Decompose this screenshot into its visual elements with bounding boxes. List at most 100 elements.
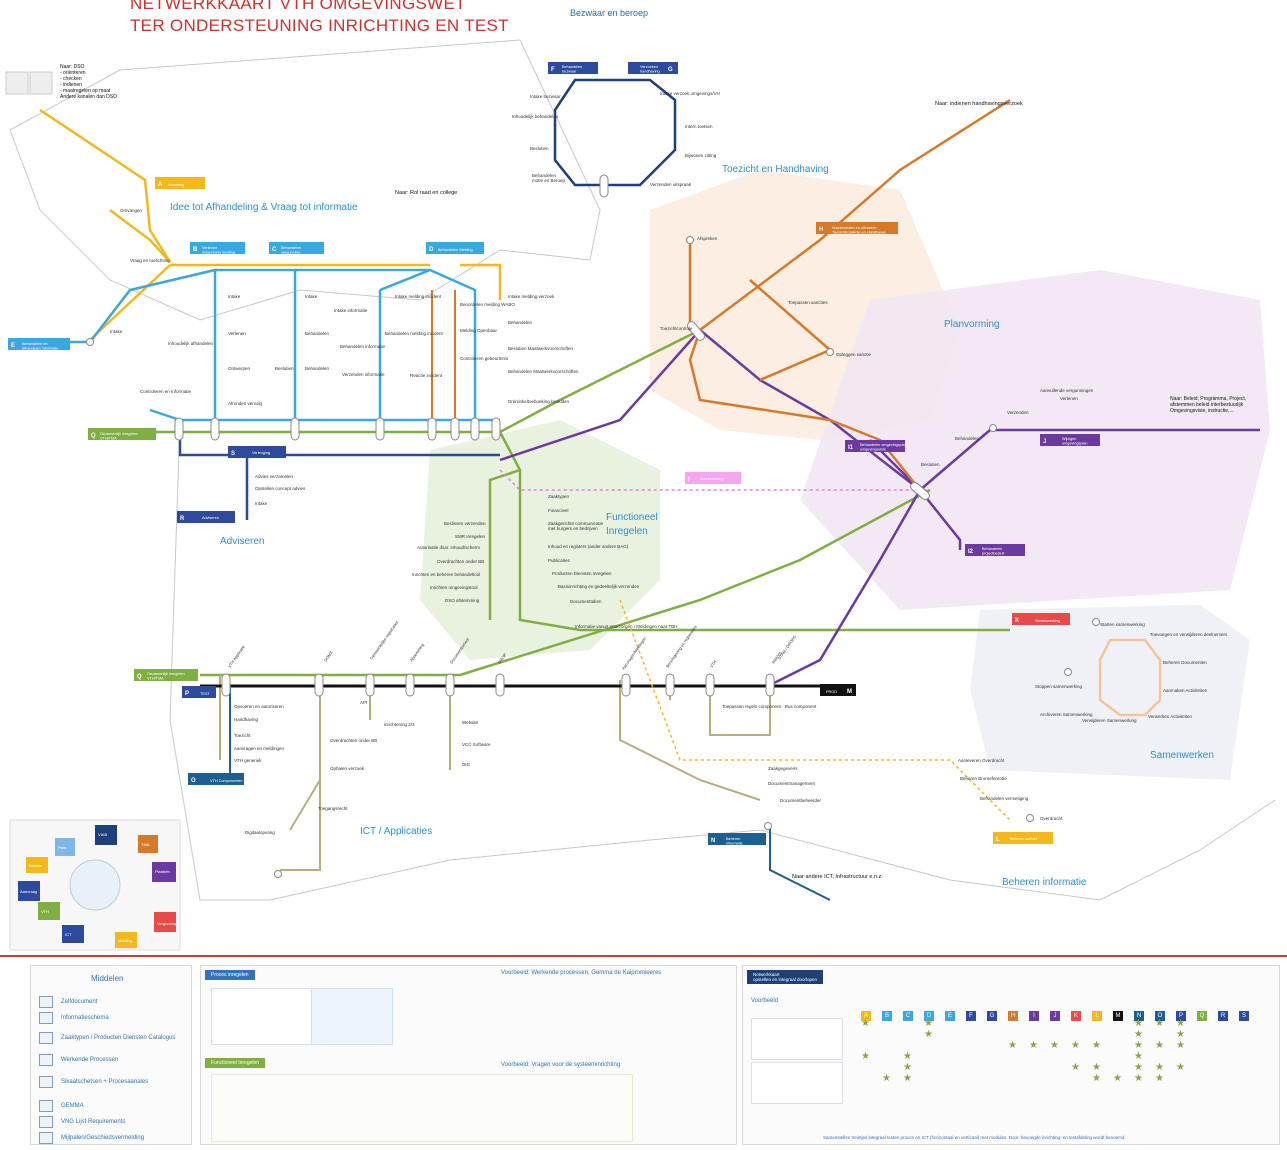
middelen-label: Zelfdocument xyxy=(61,999,98,1005)
star-icon: ★ xyxy=(1050,1040,1059,1051)
middelen-item-7: Mijlpalen/Geschiedsvermelding xyxy=(39,1132,144,1144)
station-label: Beslutien xyxy=(275,366,294,371)
badge-label-o: VTH Componenten xyxy=(210,779,243,783)
station-label: Intern toetsen xyxy=(685,124,713,129)
svg-text:I: I xyxy=(688,477,690,483)
star-icon: ★ xyxy=(903,1073,912,1084)
station-label: met burgers en bedrijven xyxy=(548,526,598,531)
title-line2: TER ONDERSTEUNING INRICHTING EN TEST xyxy=(130,16,509,35)
star-icon: ★ xyxy=(1092,1073,1101,1084)
badge-label-i2: projectbesluit xyxy=(982,552,1005,556)
letter-badge: Q xyxy=(1197,1011,1207,1021)
station-label: Informatie vanuit Voorzorgen / Meldingen… xyxy=(575,624,677,629)
station-label: Beheren Documenten xyxy=(1163,660,1207,665)
svg-text:D: D xyxy=(429,247,434,253)
station-label: Autorisatie dsar. inhoud/scherm xyxy=(417,545,480,550)
letter-badge: G xyxy=(987,1011,997,1021)
letter-badge: M xyxy=(1113,1011,1123,1021)
station-label: Toegangsrecht xyxy=(318,806,348,811)
station-label: Stoppen samenwerking xyxy=(1035,684,1083,689)
svg-text:B: B xyxy=(193,247,198,253)
star-grid: ★★★★★★★★★★★★★★★★★★★★★★★★★★★★★★★ xyxy=(861,1018,1261,1108)
badge-label-a: Aanvraag xyxy=(168,183,184,187)
station-label: Basisinrichting en gedeeltelijk verzende… xyxy=(558,584,640,589)
station-label: Verwerken Activiteiten xyxy=(1148,714,1193,719)
star-icon: ★ xyxy=(1134,1040,1143,1051)
station-label: Overdrachten onder BB xyxy=(330,738,377,743)
middelen-item-6: VNG Lijst Requirements xyxy=(39,1116,125,1128)
station-label: Opstellen concept advies xyxy=(255,486,306,491)
bottom-legend: Middelen Zelfdocument Informatieschema Z… xyxy=(0,955,1287,1150)
beleid-note-line: Omgevingsvisie, instructie,... xyxy=(1170,408,1234,414)
badge-label-f1: Behandelen xyxy=(562,65,582,69)
letter-badge: J xyxy=(1050,1011,1060,1021)
catalog-icon xyxy=(39,1032,53,1044)
station-label: Zaakgerichte communicatie xyxy=(548,521,604,526)
samenwerken-loop xyxy=(1098,638,1162,717)
station-label: Publicaties xyxy=(548,558,571,563)
letter-badge: A xyxy=(861,1011,871,1021)
ict-diagonal-label: VTH Applicatie xyxy=(227,644,247,669)
star-icon: ★ xyxy=(1134,1051,1143,1062)
station-label: Archiveren Samenwerking xyxy=(1040,712,1093,717)
station-label: Behandelen vernietiging xyxy=(980,796,1029,801)
station-label: Verzenden xyxy=(1007,410,1029,415)
station-label: Overdrachten onder BB xyxy=(437,559,484,564)
star-icon: ★ xyxy=(1134,1062,1143,1073)
middelen-label: Zaaktypen / Producten Diensten Catalogus xyxy=(61,1035,176,1041)
middelen-item-0: Zelfdocument xyxy=(39,996,97,1008)
station-label: API xyxy=(360,700,367,705)
station-label: Aanmaken Activiteiten xyxy=(1163,688,1208,693)
letter-badge: C xyxy=(903,1011,913,1021)
badge-label-s: Verlenging xyxy=(252,451,270,455)
station-label: Beslutien Maatwerkvoorschriften xyxy=(508,346,574,351)
station-label: Intake xyxy=(228,294,241,299)
middelen-title: Middelen xyxy=(91,974,124,983)
line-beheren-dotted xyxy=(619,599,1011,821)
footer-note: Samenstellen treintjes integraal testen … xyxy=(823,1135,1125,1140)
station-label: Reactie incident xyxy=(410,373,443,378)
station-label: Behandelen xyxy=(955,436,980,441)
dso-note-line: - oriënteren xyxy=(60,70,86,76)
requirements-icon xyxy=(39,1116,53,1128)
badge-label-c: Behandelen xyxy=(281,246,301,250)
star-icon: ★ xyxy=(1029,1040,1038,1051)
station-label: Beslissen verzenden xyxy=(444,521,486,526)
badge-label-q1: Gezamenlijk inregelen xyxy=(100,432,138,436)
letter-badge: H xyxy=(1008,1011,1018,1021)
panel-voorbeelden: Proces inregelen Voorbeeld: Werkende pro… xyxy=(200,965,737,1145)
station-label: DSO afstemming xyxy=(445,598,480,603)
star-icon: ★ xyxy=(1155,1040,1164,1051)
station-label: motie en Beroep xyxy=(532,178,566,183)
station-label: Intake informatie xyxy=(334,308,368,313)
star-icon: ★ xyxy=(1176,1062,1185,1073)
minimap-label: VIAB xyxy=(98,832,107,837)
badge-label-j: omgevingsplan xyxy=(1062,442,1088,446)
star-icon: ★ xyxy=(1134,1018,1143,1029)
document-icon xyxy=(39,996,53,1008)
svg-text:E: E xyxy=(11,343,15,349)
badge-label-p: TEST xyxy=(200,692,210,696)
station-label: Intake bezwaar xyxy=(530,94,561,99)
star-icon: ★ xyxy=(924,1018,933,1029)
zone-samenwerken: Samenwerken xyxy=(1150,750,1214,761)
minimap-label: Beheer xyxy=(29,863,43,868)
station-label: Behandelen Maatwerkvoorschriften xyxy=(508,369,579,374)
station-label: Controleren gebeurtenis xyxy=(460,356,509,361)
badge-label-r: Adviseren xyxy=(202,516,219,520)
letter-badge: R xyxy=(1218,1011,1228,1021)
station-label: DIG xyxy=(462,762,471,767)
middelen-label: GEMMA xyxy=(61,1103,84,1109)
station-label: Toezichtcontrole xyxy=(660,326,693,331)
line-melding-orange xyxy=(431,290,456,440)
svg-text:N: N xyxy=(711,838,715,844)
badge-label-q1: VTH/TMA xyxy=(100,437,117,441)
ict-diagonal-label: VTH xyxy=(709,659,718,669)
interchange-nodes xyxy=(86,174,1100,878)
dso-note-line: - checken xyxy=(60,76,82,82)
sketch-icon xyxy=(39,1076,53,1088)
ict-diagonal-label: Afstemming xyxy=(409,642,425,662)
svg-text:R: R xyxy=(180,516,185,522)
star-icon: ★ xyxy=(1176,1029,1185,1040)
